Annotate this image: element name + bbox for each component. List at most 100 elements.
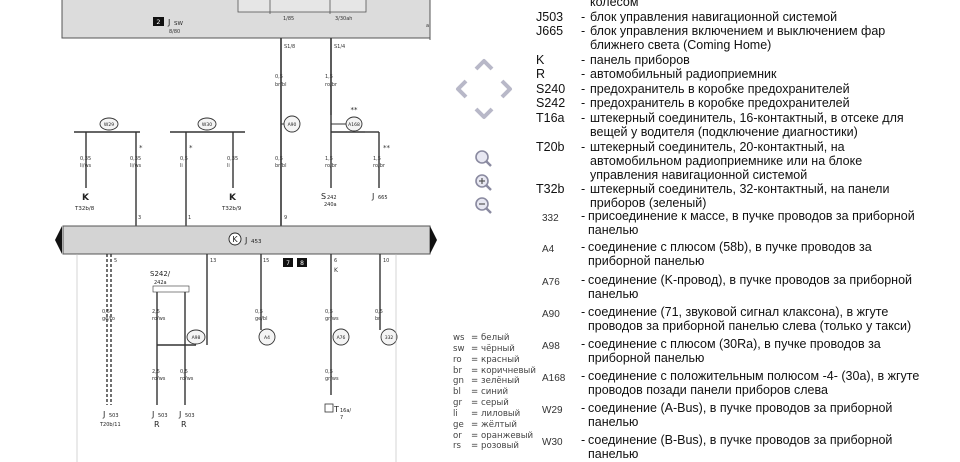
svg-text:1,5: 1,5 xyxy=(373,156,381,162)
svg-text:S242/: S242/ xyxy=(150,270,171,278)
top-box-ref: 8/80 xyxy=(169,29,180,35)
svg-text:7: 7 xyxy=(340,415,343,421)
svg-text:242a: 242a xyxy=(154,280,167,286)
wire-top-gauge-1: 0,5 xyxy=(275,74,283,80)
svg-text:J: J xyxy=(151,410,154,419)
svg-text:ro/ws: ro/ws xyxy=(152,376,166,382)
svg-text:10: 10 xyxy=(383,258,389,264)
legend-code: A168 xyxy=(542,373,566,384)
color-key-row: gn=зелёный xyxy=(453,376,520,387)
legend-code: A98 xyxy=(542,341,560,352)
control-unit-bar: K J 453 7 8 xyxy=(55,225,437,267)
svg-text:5: 5 xyxy=(114,258,117,264)
svg-text:br/bl: br/bl xyxy=(275,163,286,169)
legend-code: S240 xyxy=(536,82,566,96)
svg-text:li/ws: li/ws xyxy=(80,163,92,169)
legend-desc: соединение с плюсом (58b), в пучке прово… xyxy=(588,240,872,268)
legend-code: T16a xyxy=(536,111,565,125)
legend-code: A76 xyxy=(542,277,560,288)
legend-desc: соединение (A-Bus), в пучке проводов за … xyxy=(588,401,893,429)
legend-code: W30 xyxy=(542,437,563,448)
legend-partial-desc: колесом xyxy=(590,0,639,9)
wires-from-top xyxy=(280,38,332,226)
zoom-out-icon[interactable] xyxy=(475,197,492,214)
svg-text:*: * xyxy=(139,144,143,152)
upper-vertical-wires xyxy=(85,115,380,226)
bar-label: J xyxy=(244,236,247,245)
svg-text:T32b/9: T32b/9 xyxy=(221,206,242,212)
svg-text:2,5: 2,5 xyxy=(152,369,160,375)
legend-desc: предохранитель в коробке предохранителей xyxy=(590,96,850,110)
legend-code: J503 xyxy=(536,10,564,24)
svg-text:240a: 240a xyxy=(324,202,337,208)
svg-text:0,5: 0,5 xyxy=(180,156,188,162)
legend-code: A90 xyxy=(542,309,560,320)
top-box-cut: a xyxy=(426,23,429,29)
svg-text:15: 15 xyxy=(263,258,269,264)
legend-desc: панель приборов xyxy=(590,53,690,67)
bar-symbol: K xyxy=(232,235,238,244)
circle-a98: A98 xyxy=(192,335,201,341)
bar-sub: 453 xyxy=(251,239,262,245)
color-key-row: br=коричневый xyxy=(453,365,536,376)
wire-top-pin-2: S1/4 xyxy=(334,44,345,50)
upper-connection-circles: W29 W30 A90 A168 ** xyxy=(99,106,363,133)
legend-code: R xyxy=(536,67,546,81)
arrow-down-icon[interactable] xyxy=(474,107,494,119)
color-key-row: bl=синий xyxy=(453,387,509,398)
legend-desc: штекерный соединитель, 16-контактный, в … xyxy=(590,111,904,139)
legend-desc: соединение (K-провод), в пучке проводов … xyxy=(588,273,913,301)
color-key-row: ro=красный xyxy=(453,354,520,365)
svg-text:T: T xyxy=(333,405,339,414)
svg-text:0,5: 0,5 xyxy=(325,369,333,375)
arrow-right-icon[interactable] xyxy=(500,79,512,99)
wire-color-key: ws=белый sw=чёрный ro=красный br=коричне… xyxy=(453,333,536,452)
svg-text:gr/ws: gr/ws xyxy=(325,316,339,322)
upper-wire-labels: 0,35 li/ws 0,35 li/ws * 0,5 li * 0,35 li… xyxy=(80,144,391,169)
svg-text:13: 13 xyxy=(210,258,216,264)
arrow-left-icon[interactable] xyxy=(456,79,468,99)
arrow-up-icon[interactable] xyxy=(474,59,494,71)
top-box-n2: 3/30ah xyxy=(335,16,352,22)
svg-text:ro/ws: ro/ws xyxy=(180,376,194,382)
lower-fuse: S242/ 242a xyxy=(150,270,190,293)
top-box-n1: 1/85 xyxy=(283,16,294,22)
zoom-in-icon[interactable] xyxy=(475,174,492,191)
wire-top-color-2: ro/br xyxy=(325,82,338,88)
wire-top-pin-1: S1/8 xyxy=(284,44,295,50)
lower-vertical-wires xyxy=(106,254,381,405)
svg-text:R: R xyxy=(181,420,187,429)
svg-text:S: S xyxy=(321,192,326,201)
svg-text:K: K xyxy=(334,267,339,274)
circle-a168: A168 xyxy=(348,122,360,128)
legend-desc: штекерный соединитель, 20-контактный, на… xyxy=(590,140,863,182)
svg-text:2,5: 2,5 xyxy=(152,309,160,315)
svg-text:T32b/8: T32b/8 xyxy=(74,206,95,212)
top-control-box: 2 J SW 8/80 1/85 3/30ah a xyxy=(61,0,431,40)
svg-text:gr/ws: gr/ws xyxy=(325,376,339,382)
svg-text:br: br xyxy=(375,316,381,322)
svg-text:K: K xyxy=(229,193,237,203)
color-key-row: ws=белый xyxy=(453,333,510,343)
svg-text:li: li xyxy=(180,163,183,169)
svg-text:6: 6 xyxy=(334,258,337,264)
circle-a76: A76 xyxy=(337,335,346,341)
svg-text:T20b/11: T20b/11 xyxy=(99,422,121,428)
svg-text:0,5: 0,5 xyxy=(102,309,110,315)
legend-desc: соединение (71, звуковой сигнал клаксона… xyxy=(588,305,912,333)
circle-a90: A90 xyxy=(288,122,297,128)
svg-text:9: 9 xyxy=(284,215,287,221)
circle-w30: W30 xyxy=(202,122,212,128)
svg-text:li: li xyxy=(227,163,230,169)
color-key-row: li=лиловый xyxy=(453,408,521,419)
legend-code: K xyxy=(536,53,545,67)
color-key-row: ge=жёлтый xyxy=(453,419,517,430)
zoom-reset-icon[interactable] xyxy=(475,150,492,167)
svg-text:0,35: 0,35 xyxy=(227,156,238,162)
circle-w29: W29 xyxy=(104,122,114,128)
lower-wire-labels: 0,5 ge/ro 2,5 ro/ws 2,5 ro/ws 0,5 ro/ws … xyxy=(102,309,383,382)
color-key-row: gr=серый xyxy=(453,398,509,409)
legend-desc: присоединение к массе, в пучке проводов … xyxy=(588,209,915,237)
legend-desc: соединение с положительным полюсом -4- (… xyxy=(588,369,920,397)
svg-text:**: ** xyxy=(383,144,391,152)
